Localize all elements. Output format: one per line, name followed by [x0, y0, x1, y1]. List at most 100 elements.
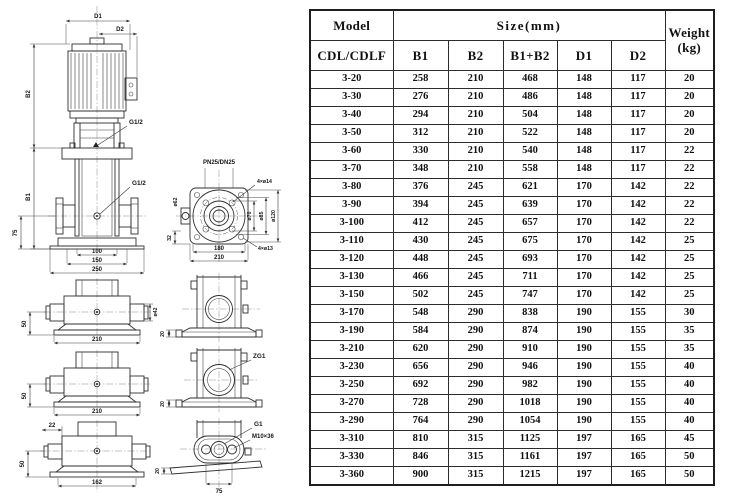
value-cell: 117 [610, 88, 666, 107]
dim-50b-label: 50 [22, 392, 28, 399]
value-cell: 584 [392, 322, 449, 341]
value-cell: 45 [664, 430, 715, 449]
value-cell: 197 [556, 466, 612, 486]
value-cell: 245 [447, 214, 504, 233]
value-cell: 210 [447, 70, 504, 89]
value-cell: 155 [610, 358, 666, 377]
holes-13-label: 4×ø13 [258, 246, 273, 252]
dim-b2-label: B2 [26, 90, 32, 98]
dia-42-label: ø42 [153, 307, 159, 316]
value-cell: 190 [556, 394, 612, 413]
model-cell: 3-80 [309, 178, 394, 197]
value-cell: 838 [502, 304, 558, 323]
col-header-b1b2: B1+B2 [502, 40, 558, 71]
value-cell: 810 [392, 430, 449, 449]
dia-62-label: ø62 [173, 197, 179, 206]
zg1-label: ZG1 [253, 353, 266, 360]
model-cell: 3-330 [309, 448, 394, 467]
model-cell: 3-110 [309, 232, 394, 251]
value-cell: 22 [664, 196, 715, 215]
value-cell: 22 [664, 178, 715, 197]
value-cell: 245 [447, 286, 504, 305]
value-cell: 155 [610, 412, 666, 431]
value-cell: 142 [610, 232, 666, 251]
value-cell: 190 [556, 322, 612, 341]
model-cell: 3-90 [309, 196, 394, 215]
value-cell: 290 [447, 394, 504, 413]
flange-top-view: PN25/DN25 ø62 4×ø14 ø70 ø85 ø120 [167, 160, 281, 263]
port-view-2: ZG1 20 [160, 346, 266, 412]
value-cell: 197 [556, 448, 612, 467]
weight-unit: (kg) [677, 39, 702, 55]
value-cell: 190 [556, 358, 612, 377]
front-view: D1 D2 G1/2 [13, 6, 146, 275]
value-cell: 245 [447, 196, 504, 215]
value-cell: 210 [447, 88, 504, 107]
value-cell: 315 [447, 448, 504, 467]
dim-210b-label: 210 [92, 409, 103, 415]
model-cell: 3-210 [309, 340, 394, 359]
value-cell: 448 [392, 250, 449, 269]
value-cell: 142 [610, 196, 666, 215]
header-row-2: CDL/CDLF B1 B2 B1+B2 D1 D2 [309, 40, 714, 71]
dim-b1-label: B1 [26, 193, 32, 201]
dim-32-label: 32 [167, 235, 173, 241]
model-cell: 3-190 [309, 322, 394, 341]
support-view-3: 22 50 162 [20, 420, 152, 492]
model-cell: 3-130 [309, 268, 394, 287]
dia-70-label: ø70 [247, 211, 253, 220]
value-cell: 692 [392, 376, 449, 395]
motor-fins [70, 53, 124, 109]
value-cell: 170 [556, 286, 612, 305]
dia-120-label: ø120 [271, 210, 277, 222]
value-cell: 258 [392, 70, 449, 89]
pump-drawing-svg: D1 D2 G1/2 [13, 6, 281, 495]
value-cell: 245 [447, 178, 504, 197]
value-cell: 210 [447, 160, 504, 179]
value-cell: 468 [502, 70, 558, 89]
col-header-size-group: Size(mm) [392, 9, 666, 41]
value-cell: 315 [447, 466, 504, 486]
value-cell: 35 [664, 340, 715, 359]
value-cell: 656 [392, 358, 449, 377]
col-header-b2: B2 [447, 40, 504, 71]
dim-d1-label: D1 [94, 14, 102, 20]
model-cell: 3-30 [309, 88, 394, 107]
support-view-1: 50 210 ø42 [22, 278, 159, 345]
value-cell: 430 [392, 232, 449, 251]
value-cell: 50 [664, 466, 715, 486]
value-cell: 900 [392, 466, 449, 486]
model-cell: 3-40 [309, 106, 394, 125]
model-cell: 3-50 [309, 124, 394, 143]
value-cell: 148 [556, 142, 612, 161]
value-cell: 22 [664, 214, 715, 233]
dim-20a-label: 20 [160, 331, 166, 337]
model-cell: 3-20 [309, 70, 394, 89]
value-cell: 290 [447, 340, 504, 359]
value-cell: 25 [664, 232, 715, 251]
oval-flange-view: G1 M10×36 20 75 [155, 418, 275, 495]
junction-box [124, 77, 138, 101]
dim-150-label: 150 [92, 258, 103, 264]
col-header-model-series: CDL/CDLF [309, 40, 394, 71]
value-cell: 245 [447, 250, 504, 269]
model-cell: 3-290 [309, 412, 394, 431]
col-header-model: Model [309, 9, 394, 41]
value-cell: 165 [610, 430, 666, 449]
value-cell: 142 [610, 178, 666, 197]
value-cell: 155 [610, 376, 666, 395]
value-cell: 25 [664, 286, 715, 305]
value-cell: 20 [664, 124, 715, 143]
value-cell: 40 [664, 412, 715, 431]
value-cell: 1161 [502, 448, 558, 467]
model-cell: 3-250 [309, 376, 394, 395]
value-cell: 874 [502, 322, 558, 341]
holes-14-label: 4×ø14 [257, 179, 272, 185]
